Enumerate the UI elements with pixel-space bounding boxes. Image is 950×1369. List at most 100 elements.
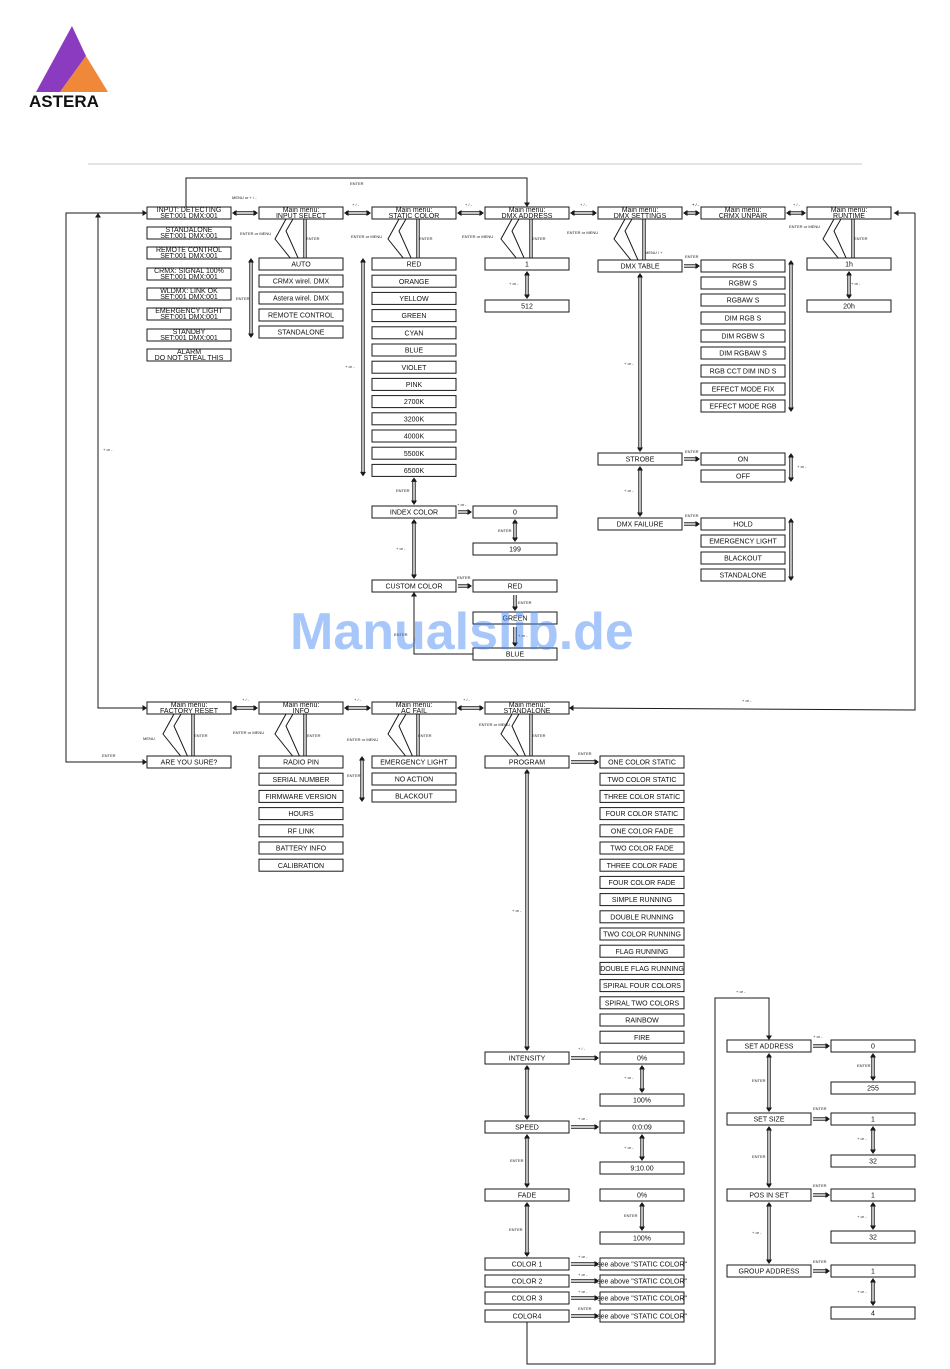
menu-box-frame — [700, 276, 786, 290]
menu-box-label: THREE COLOR FADE — [607, 863, 678, 870]
menu-box-sublabel: SET:001 DMX:001 — [160, 294, 218, 301]
arrow-head-icon — [524, 294, 530, 299]
menu-box-frame — [484, 755, 570, 769]
menu-box-frame — [599, 1188, 685, 1202]
menu-box-ps1: 32 — [830, 1230, 916, 1244]
connector-label: ENTER — [532, 733, 546, 738]
menu-box-label: CUSTOM COLOR — [385, 584, 442, 591]
menu-box-frame — [371, 309, 457, 323]
arrow-head-icon — [846, 271, 852, 276]
menu-box-frame — [258, 807, 344, 821]
menu-box-label: 100% — [633, 1236, 651, 1243]
menu-box-frame — [146, 348, 232, 362]
menu-box-label: FADE — [518, 1193, 537, 1200]
menu-return-line — [173, 713, 192, 765]
connector-label: ENTER or MENU — [351, 234, 382, 239]
menu-box-label: 4 — [871, 1311, 875, 1318]
menu-box-sc1: ORANGE — [371, 274, 457, 288]
arrow-head-icon — [695, 263, 700, 269]
menu-box-label: 512 — [521, 304, 533, 311]
arrow-head-icon — [870, 1053, 876, 1058]
arrow-head-icon — [248, 333, 254, 338]
connector-label: ENTER or MENU — [479, 722, 510, 727]
menu-box-ga1: 4 — [830, 1306, 916, 1320]
menu-box-label: Main menu: — [171, 702, 208, 709]
menu-box-label: ON — [738, 457, 749, 464]
arrow-head-icon — [142, 210, 147, 216]
arrow-head-icon — [524, 271, 530, 276]
menu-box-frame — [258, 291, 344, 305]
arrow-head-icon — [142, 705, 147, 711]
connector-label: ENTER — [813, 1259, 827, 1264]
menu-box-label: ARE YOU SURE? — [161, 760, 218, 767]
wrap-line-top — [568, 213, 916, 711]
arrow-head-icon — [695, 210, 700, 216]
menu-box-sc5: BLUE — [371, 343, 457, 357]
menu-box-frame — [599, 1274, 685, 1288]
menu-box-sa0: 0 — [830, 1039, 916, 1053]
menu-box-label: RED — [407, 262, 422, 269]
menu-box-label: ONE COLOR FADE — [611, 828, 674, 835]
arrow-head-icon — [512, 537, 518, 542]
menu-box-df1: EMERGENCY LIGHT — [700, 534, 786, 548]
menu-box-ic1: 199 — [472, 542, 558, 556]
arrow-head-icon — [524, 769, 530, 774]
arrow-head-icon — [639, 1156, 645, 1161]
astera-logo: ASTERA — [29, 26, 108, 111]
menu-box-pg2: THREE COLOR STATIC — [599, 789, 685, 803]
connector-label: + / - — [692, 202, 700, 207]
arrow-head-icon — [479, 705, 484, 711]
menu-box-c1v: see above "STATIC COLOR" — [597, 1257, 687, 1271]
connector-label: ENTER — [194, 733, 208, 738]
arrow-head-icon — [639, 1134, 645, 1139]
arrow-head-icon — [457, 210, 462, 216]
menu-box-c4: COLOR4 — [484, 1309, 570, 1323]
menu-box-label: GROUP ADDRESS — [739, 1269, 800, 1276]
menu-box-label: VIOLET — [402, 365, 428, 372]
menu-box-label: see above "STATIC COLOR" — [597, 1279, 687, 1286]
menu-box-frame — [700, 259, 786, 273]
arrow-head-icon — [788, 453, 794, 458]
arrow-head-icon — [825, 1268, 830, 1274]
menu-box-df: DMX FAILURE — [597, 517, 683, 531]
arrow-head-icon — [766, 1107, 772, 1112]
connector-label: ENTER — [350, 181, 364, 186]
menu-box-sublabel: INPUT SELECT — [276, 213, 327, 220]
menu-box-frame — [258, 772, 344, 786]
menu-box-frame — [371, 377, 457, 391]
menu-box-frame — [146, 267, 232, 281]
menu-box-pg12: DOUBLE FLAG RUNNING — [599, 961, 685, 975]
menu-box-label: POS IN SET — [749, 1193, 789, 1200]
menu-box-frame — [599, 944, 685, 958]
menu-box-label: INDEX COLOR — [390, 510, 438, 517]
connector-label: + or - — [624, 361, 634, 366]
menu-box-label: FLAG RUNNING — [616, 949, 669, 956]
menu-box-frame — [700, 329, 786, 343]
connector-label: ENTER — [813, 1183, 827, 1188]
menu-box-label: ORANGE — [399, 279, 430, 286]
menu-box-mCU: Main menu:CRMX UNPAIR — [700, 206, 786, 220]
menu-box-label: COLOR4 — [513, 1314, 542, 1321]
arrow-head-icon — [512, 519, 518, 524]
connector-label: + or - — [624, 488, 634, 493]
menu-box-is2: Astera wirel. DMX — [258, 291, 344, 305]
menu-box-frame — [830, 1081, 916, 1095]
connector-label: ENTER — [102, 753, 116, 758]
menu-box-label: COLOR 2 — [512, 1279, 543, 1286]
menu-box-ps: POS IN SET — [726, 1188, 812, 1202]
menu-box-inf4: RF LINK — [258, 824, 344, 838]
connector-label: ENTER — [347, 773, 361, 778]
menu-box-label: WLDMX: LINK OK — [160, 288, 218, 295]
connector-label: ENTER — [752, 1154, 766, 1159]
arrow-head-icon — [524, 1046, 530, 1051]
connector-label: + or - — [457, 502, 467, 507]
menu-box-label: 0 — [871, 1044, 875, 1051]
arrow-head-icon — [639, 1226, 645, 1231]
menu-return-line — [511, 218, 530, 270]
arrow-head-icon — [512, 606, 518, 611]
menu-box-frame — [146, 328, 232, 342]
arrow-head-icon — [411, 500, 417, 505]
arrow-head-icon — [524, 1183, 530, 1188]
